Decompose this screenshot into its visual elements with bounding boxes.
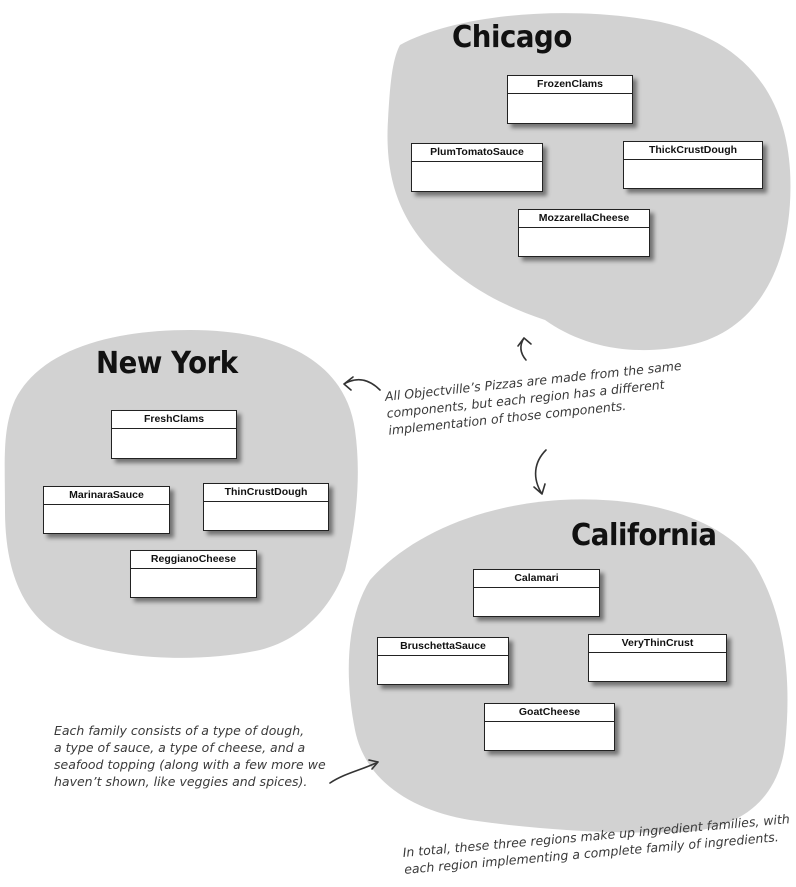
note-line: haven’t shown, like veggies and spices). <box>54 774 308 789</box>
note-line: a type of sauce, a type of cheese, and a <box>54 740 306 755</box>
class-name: ThickCrustDough <box>624 142 762 160</box>
class-box-goat-cheese: GoatCheese <box>484 703 615 751</box>
arrow-to-chicago <box>517 337 532 361</box>
class-name: MozzarellaCheese <box>519 210 649 228</box>
family-note: Each family consists of a type of dough,… <box>54 722 326 790</box>
class-box-frozen-clams: FrozenClams <box>507 75 633 124</box>
california-region-blob <box>348 499 788 833</box>
class-box-bruschetta-sauce: BruschettaSauce <box>377 637 509 685</box>
class-box-calamari: Calamari <box>473 569 600 617</box>
class-name: FrozenClams <box>508 76 632 94</box>
class-name: BruschettaSauce <box>378 638 508 656</box>
class-box-very-thin-crust: VeryThinCrust <box>588 634 727 682</box>
arrow-family-note <box>329 759 379 784</box>
class-name: Calamari <box>474 570 599 588</box>
class-box-reggiano-cheese: ReggianoCheese <box>130 550 257 598</box>
class-box-thick-crust-dough: ThickCrustDough <box>623 141 763 189</box>
class-box-plum-tomato-sauce: PlumTomatoSauce <box>411 143 543 192</box>
note-line: Each family consists of a type of dough, <box>54 723 305 738</box>
class-box-fresh-clams: FreshClams <box>111 410 237 459</box>
class-name: ReggianoCheese <box>131 551 256 569</box>
class-name: GoatCheese <box>485 704 614 722</box>
class-name: FreshClams <box>112 411 236 429</box>
arrow-to-california <box>533 449 547 495</box>
new-york-region-blob <box>4 330 358 658</box>
note-line: seafood topping (along with a few more w… <box>54 757 326 772</box>
class-box-marinara-sauce: MarinaraSauce <box>43 486 170 534</box>
class-name: VeryThinCrust <box>589 635 726 653</box>
class-box-mozzarella-cheese: MozzarellaCheese <box>518 209 650 257</box>
class-box-thin-crust-dough: ThinCrustDough <box>203 483 329 531</box>
california-title: California <box>571 518 717 553</box>
new-york-title: New York <box>96 346 238 381</box>
class-name: PlumTomatoSauce <box>412 144 542 162</box>
arrow-to-new-york <box>343 376 381 391</box>
class-name: MarinaraSauce <box>44 487 169 505</box>
chicago-title: Chicago <box>452 20 572 55</box>
chicago-region-blob <box>387 13 791 351</box>
class-name: ThinCrustDough <box>204 484 328 502</box>
